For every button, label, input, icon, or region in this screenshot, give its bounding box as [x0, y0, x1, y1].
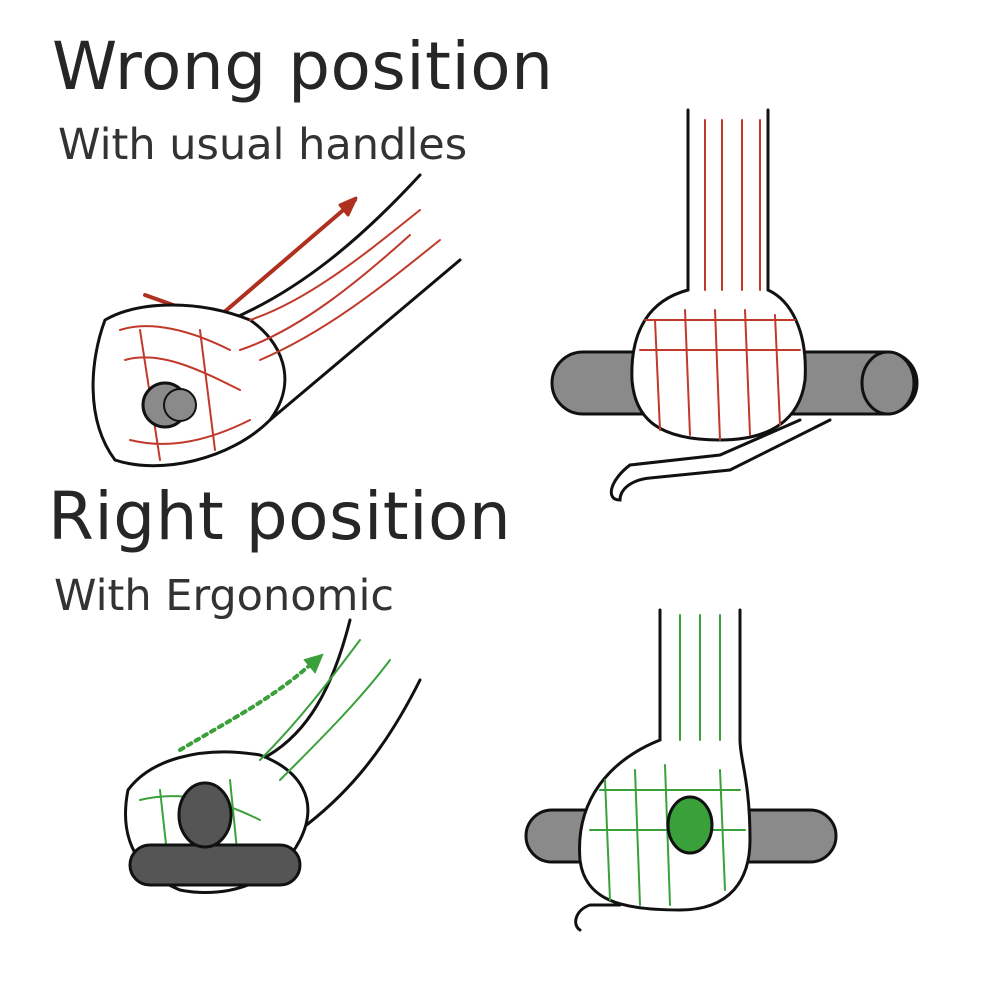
- wrong-side-hand-illustration: [91, 173, 462, 468]
- wrong-position-subtitle: With usual handles: [58, 120, 468, 170]
- wrong-position-title: Wrong position: [52, 28, 554, 105]
- right-position-title: Right position: [48, 478, 512, 555]
- right-side-hand-illustration: [124, 618, 422, 895]
- wrong-front-hand-illustration: [550, 108, 919, 502]
- right-front-hand-illustration: [524, 608, 838, 932]
- right-position-subtitle: With Ergonomic: [54, 571, 395, 621]
